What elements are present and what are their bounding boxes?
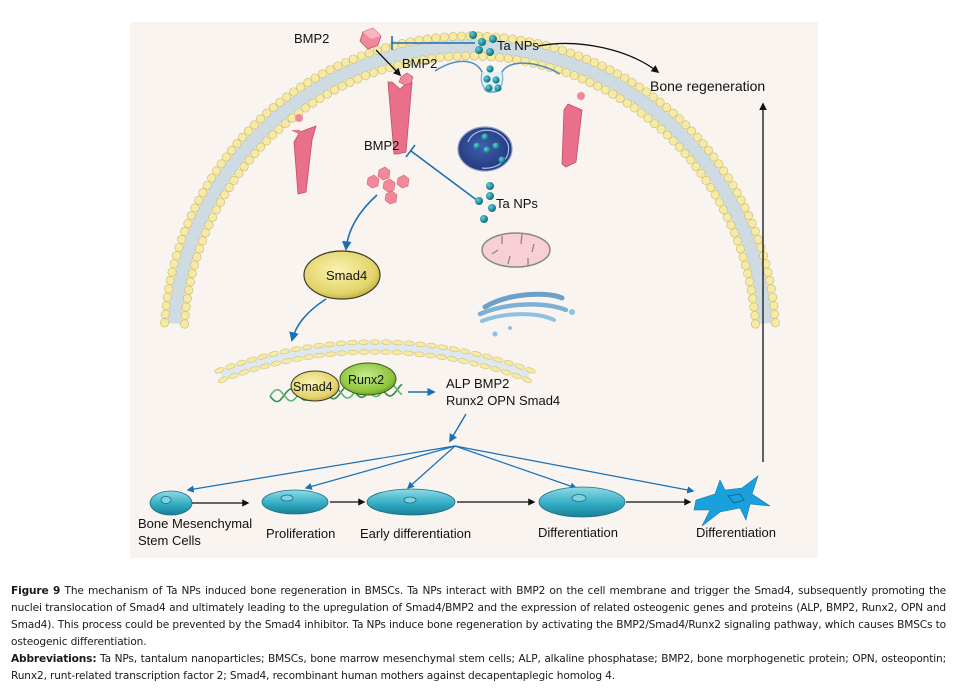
ta-nanoparticles-extracellular bbox=[469, 31, 497, 56]
cell-stage-proliferation bbox=[261, 489, 329, 515]
expression-label-line1: ALP BMP2 bbox=[446, 376, 509, 391]
inhibition-line-top bbox=[391, 36, 475, 50]
runx2-protein-nucleus bbox=[339, 362, 397, 396]
ta-nanoparticles-intracellular bbox=[475, 182, 496, 223]
runx2-label-nucleus: Runx2 bbox=[348, 373, 384, 387]
smad4-label-nucleus: Smad4 bbox=[293, 380, 333, 394]
bmp2-receptor-center bbox=[387, 72, 414, 155]
stage-label-early-differentiation: Early differentiation bbox=[360, 526, 471, 541]
fan-arrows bbox=[186, 445, 695, 494]
abbreviations-paragraph: Abbreviations: Ta NPs, tantalum nanopart… bbox=[11, 651, 946, 685]
bmp2-fragments-intracellular bbox=[366, 166, 410, 205]
smad4-protein-cytoplasm bbox=[303, 250, 381, 300]
smad4-label-cytoplasm: Smad4 bbox=[326, 268, 367, 283]
cell-membrane bbox=[160, 31, 780, 329]
arrow-to-bone-regeneration bbox=[537, 42, 660, 73]
figure-caption: Figure 9 The mechanism of Ta NPs induced… bbox=[11, 583, 946, 685]
endocytosis-vesicle bbox=[434, 60, 561, 93]
bmp2-label-intracellular: BMP2 bbox=[364, 138, 399, 153]
bmp2-label-bound: BMP2 bbox=[402, 56, 437, 71]
cell-stage-bmsc bbox=[149, 490, 193, 516]
stage-label-proliferation: Proliferation bbox=[266, 526, 335, 541]
bmp2-receptor-left bbox=[291, 114, 317, 195]
nuclear-membrane bbox=[214, 339, 536, 383]
figure-number: Figure 9 bbox=[11, 585, 61, 597]
caption-text: The mechanism of Ta NPs induced bone reg… bbox=[11, 585, 946, 648]
stage-label-osteoblast-differentiation: Differentiation bbox=[696, 525, 776, 540]
mitochondrion bbox=[481, 232, 551, 268]
mechanism-figure: BMP2 Ta NPs BMP2 Bone rege bbox=[130, 22, 818, 558]
lysosome-with-nanoparticles bbox=[457, 126, 513, 172]
expression-label-line2: Runx2 OPN Smad4 bbox=[446, 393, 560, 408]
smad4-protein-nucleus bbox=[290, 370, 340, 402]
osteoblast-cell bbox=[693, 475, 771, 527]
stage-label-differentiation: Differentiation bbox=[538, 525, 618, 540]
golgi-apparatus bbox=[477, 291, 575, 337]
bmp2-label-extracellular: BMP2 bbox=[294, 31, 329, 46]
abbreviations-heading: Abbreviations: bbox=[11, 653, 97, 665]
cell-stage-early-differentiation bbox=[366, 488, 456, 516]
stage-label-bmsc-line1: Bone Mesenchymal bbox=[138, 516, 252, 531]
ta-nps-label-extracellular: Ta NPs bbox=[497, 38, 539, 53]
binding-arrow bbox=[375, 49, 402, 77]
bmp2-receptor-right bbox=[561, 92, 585, 168]
arrow-expression-to-stages bbox=[449, 413, 467, 443]
stage-label-bmsc-line2: Stem Cells bbox=[138, 533, 201, 548]
bone-regeneration-label: Bone regeneration bbox=[650, 78, 765, 94]
arrow-bmp2-to-smad4 bbox=[342, 194, 378, 251]
bmp2-protein-extracellular bbox=[359, 27, 382, 50]
cell-stage-differentiation bbox=[538, 486, 626, 518]
arrow-smad4-to-nucleus bbox=[289, 298, 327, 342]
abbreviations-text: Ta NPs, tantalum nanoparticles; BMSCs, b… bbox=[11, 653, 946, 682]
ta-nps-label-intracellular: Ta NPs bbox=[496, 196, 538, 211]
caption-paragraph: Figure 9 The mechanism of Ta NPs induced… bbox=[11, 583, 946, 651]
inhibition-line-intracellular bbox=[405, 144, 479, 202]
